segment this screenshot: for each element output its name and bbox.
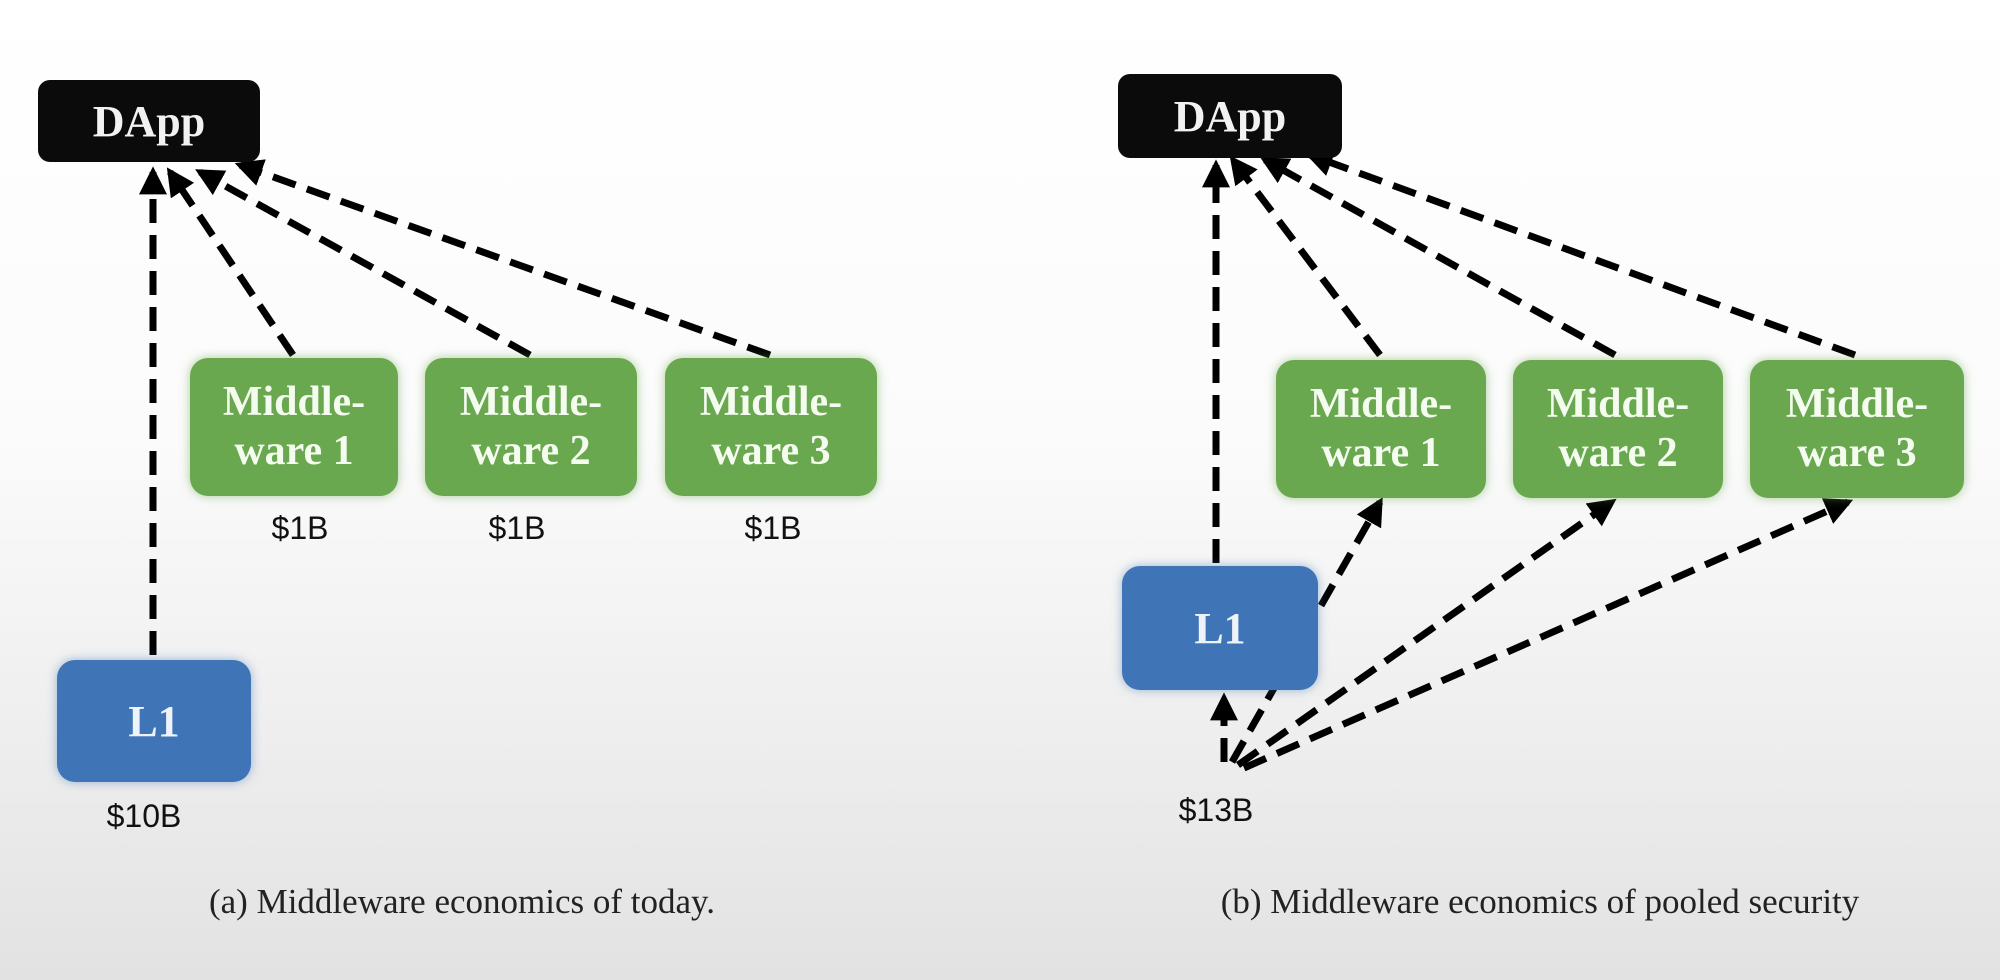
arrow-b-pool-to-mw2	[1235, 498, 1617, 768]
panel-a-middleware-3-line2: ware 3	[711, 428, 831, 474]
panel-a-l1-label: L1	[128, 696, 180, 746]
arrow-a-mw1-to-dapp	[166, 167, 296, 357]
arrow-a-mw2-to-dapp	[195, 168, 532, 359]
arrow-b-pool-to-mw3	[1242, 498, 1854, 772]
panel-a-middleware-2-node: Middle- ware 2	[425, 358, 637, 496]
panel-a-dapp-label: DApp	[92, 96, 206, 146]
panel-b-dapp-node: DApp	[1118, 74, 1342, 158]
panel-a-l1-value: $10B	[106, 798, 182, 834]
panel-b-middleware-2-node: Middle- ware 2	[1513, 360, 1723, 498]
panel-b-dapp-label: DApp	[1173, 91, 1287, 141]
panel-b-l1-label: L1	[1194, 603, 1246, 653]
panel-b-middleware-1-line1: Middle-	[1309, 380, 1453, 427]
arrow-b-mw1-to-dapp	[1229, 155, 1383, 358]
arrow-b-mw2-to-dapp	[1260, 156, 1617, 359]
panel-a-middleware-3-line1: Middle-	[699, 378, 843, 425]
panel-a-caption: (a) Middleware economics of today.	[208, 882, 716, 921]
panel-b-l1-node: L1	[1122, 566, 1318, 690]
panel-a-middleware-1-value: $1B	[271, 510, 329, 546]
panel-b-middleware-2-line1: Middle-	[1546, 380, 1690, 427]
panel-a-middleware-2-value: $1B	[488, 510, 546, 546]
panel-a-middleware-1-line2: ware 1	[234, 428, 354, 474]
panel-a-middleware-2-line1: Middle-	[459, 378, 603, 425]
panel-b-middleware-1-line2: ware 1	[1321, 430, 1441, 476]
panel-b-pool-value: $13B	[1178, 792, 1254, 828]
panel-b-caption: (b) Middleware economics of pooled secur…	[1220, 882, 1860, 921]
panel-a-middleware-2-line2: ware 2	[471, 428, 591, 474]
panel-a-middleware-1-line1: Middle-	[222, 378, 366, 425]
panel-a-middleware-3-node: Middle- ware 3	[665, 358, 877, 496]
panel-a-middleware-3-value: $1B	[744, 510, 802, 546]
panel-b-middleware-1-node: Middle- ware 1	[1276, 360, 1486, 498]
panel-a-middleware-1-node: Middle- ware 1	[190, 358, 398, 496]
panel-b-middleware-3-node: Middle- ware 3	[1750, 360, 1964, 498]
panel-a-dapp-node: DApp	[38, 80, 260, 162]
panel-a-l1-node: L1	[57, 660, 251, 782]
panel-b-middleware-3-line2: ware 3	[1797, 430, 1917, 476]
arrow-b-mw3-to-dapp	[1304, 149, 1857, 359]
arrow-a-mw3-to-dapp	[234, 159, 772, 359]
panel-b-middleware-2-line2: ware 2	[1558, 430, 1678, 476]
panel-b-middleware-3-line1: Middle-	[1785, 380, 1929, 427]
